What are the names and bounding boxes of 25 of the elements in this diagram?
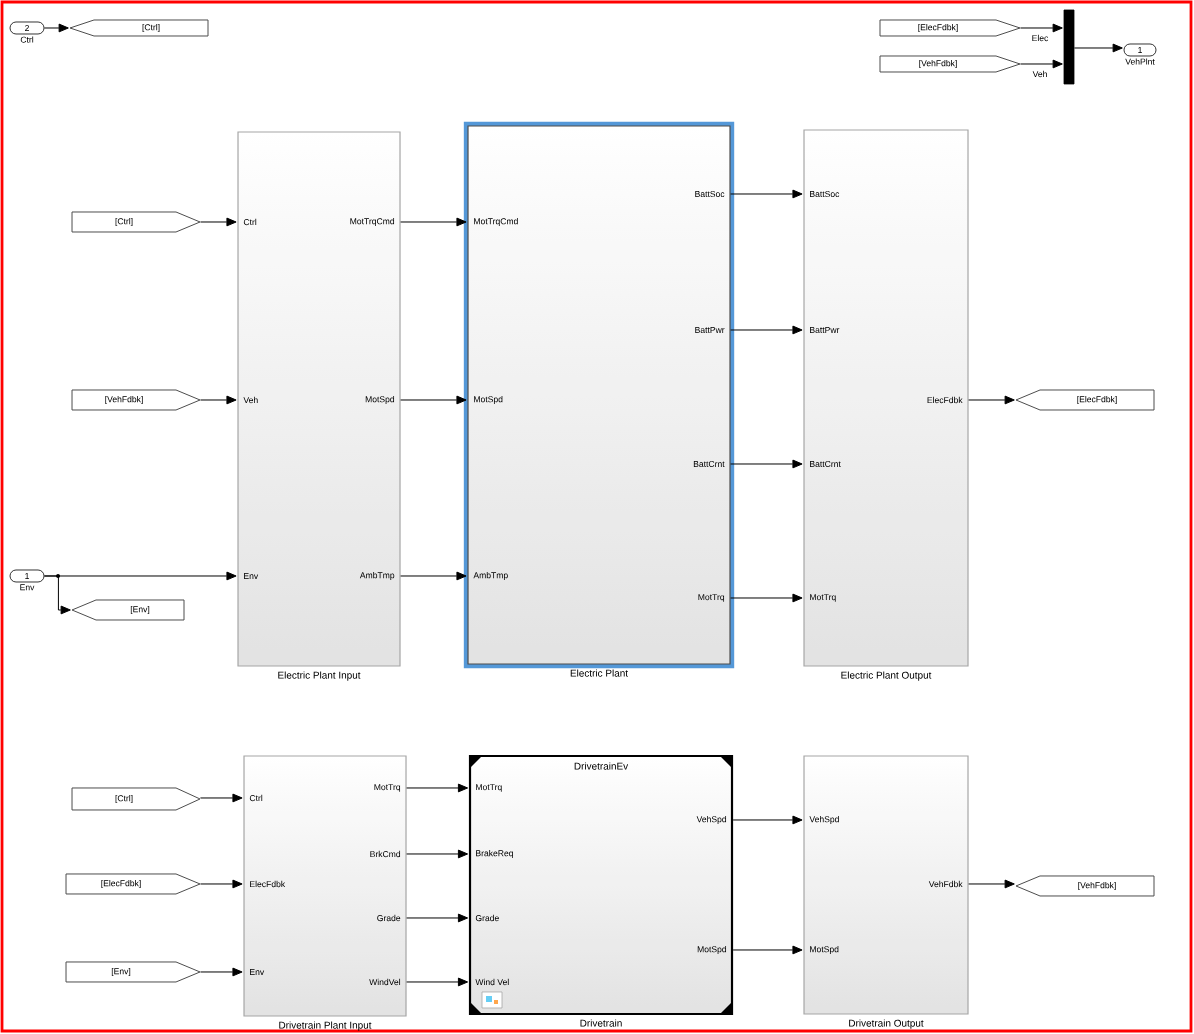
signal-arrow xyxy=(199,793,243,803)
signal-arrow xyxy=(199,395,237,405)
signal-arrow xyxy=(199,879,243,889)
signal-arrow xyxy=(400,217,467,227)
signal-arrow xyxy=(730,325,803,335)
signal-arrow xyxy=(1073,43,1123,53)
signal-arrow xyxy=(406,849,469,859)
signal-arrow xyxy=(43,23,69,33)
signal-arrow xyxy=(400,571,467,581)
signal-arrow xyxy=(1019,59,1063,69)
signal-arrow xyxy=(968,395,1015,405)
signal-arrow xyxy=(400,395,467,405)
signal-arrow xyxy=(732,815,803,825)
signal-arrow xyxy=(730,593,803,603)
signal-arrow xyxy=(406,913,469,923)
signal-arrow xyxy=(730,459,803,469)
signal-arrow xyxy=(968,879,1015,889)
signal-arrow xyxy=(199,217,237,227)
signal-arrow xyxy=(730,189,803,199)
signal-arrow xyxy=(43,575,71,615)
signal-arrow xyxy=(1019,23,1063,33)
signal-arrow xyxy=(732,945,803,955)
signal-arrow xyxy=(199,967,243,977)
signal-arrow xyxy=(406,783,469,793)
signal-arrow xyxy=(406,977,469,987)
